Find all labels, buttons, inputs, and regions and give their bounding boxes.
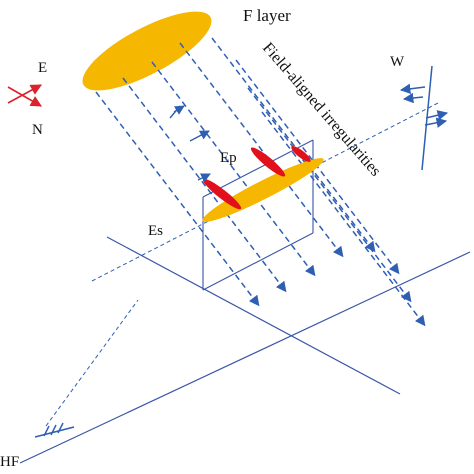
east-label: E bbox=[38, 60, 47, 76]
field-line bbox=[247, 87, 412, 303]
west-arrow bbox=[402, 92, 424, 104]
ground-line-west-east bbox=[106, 236, 401, 395]
drift-arrow bbox=[197, 173, 211, 183]
sight-line-hf bbox=[45, 299, 139, 427]
es-label: Es bbox=[148, 223, 163, 239]
hf-antenna-base bbox=[34, 426, 75, 438]
irregularity-blob bbox=[250, 147, 286, 177]
ground-line-southwest-northeast bbox=[19, 251, 471, 464]
drift-arrow bbox=[189, 130, 210, 142]
west-arrow bbox=[399, 83, 426, 95]
f-layer-ellipse bbox=[82, 11, 212, 91]
irregularity-blob bbox=[291, 146, 311, 162]
drift-arrow bbox=[173, 105, 185, 115]
east-arrow bbox=[424, 117, 448, 128]
hf-antenna-element bbox=[43, 425, 50, 437]
west-station bbox=[399, 65, 449, 171]
plane-bottom-edge bbox=[202, 232, 314, 291]
sight-line-main bbox=[91, 102, 439, 282]
hf-transmitter bbox=[34, 422, 75, 438]
hf-antenna-element bbox=[50, 424, 57, 436]
compass-arrow-east bbox=[7, 84, 42, 104]
east-arrow bbox=[425, 110, 449, 121]
hf-label: HF bbox=[0, 454, 19, 470]
f-layer-label: F layer bbox=[243, 6, 291, 25]
field-line bbox=[211, 37, 376, 253]
line-of-sight bbox=[45, 102, 439, 427]
north-label: N bbox=[32, 122, 43, 138]
ground-plane bbox=[19, 236, 471, 464]
hf-antenna-element bbox=[57, 422, 64, 434]
drift-arrows bbox=[169, 105, 211, 183]
ep-irregularities bbox=[202, 146, 311, 210]
field-line bbox=[151, 61, 316, 277]
field-line bbox=[179, 42, 344, 258]
compass bbox=[7, 84, 42, 107]
irregularity-blob bbox=[202, 178, 242, 210]
field-line bbox=[261, 111, 426, 327]
field-line bbox=[95, 91, 260, 307]
compass-arrow-north bbox=[7, 86, 42, 107]
field-aligned-lines bbox=[95, 37, 426, 327]
ep-label: Ep bbox=[220, 150, 237, 166]
field-line bbox=[122, 77, 287, 293]
west-label: W bbox=[390, 54, 405, 70]
